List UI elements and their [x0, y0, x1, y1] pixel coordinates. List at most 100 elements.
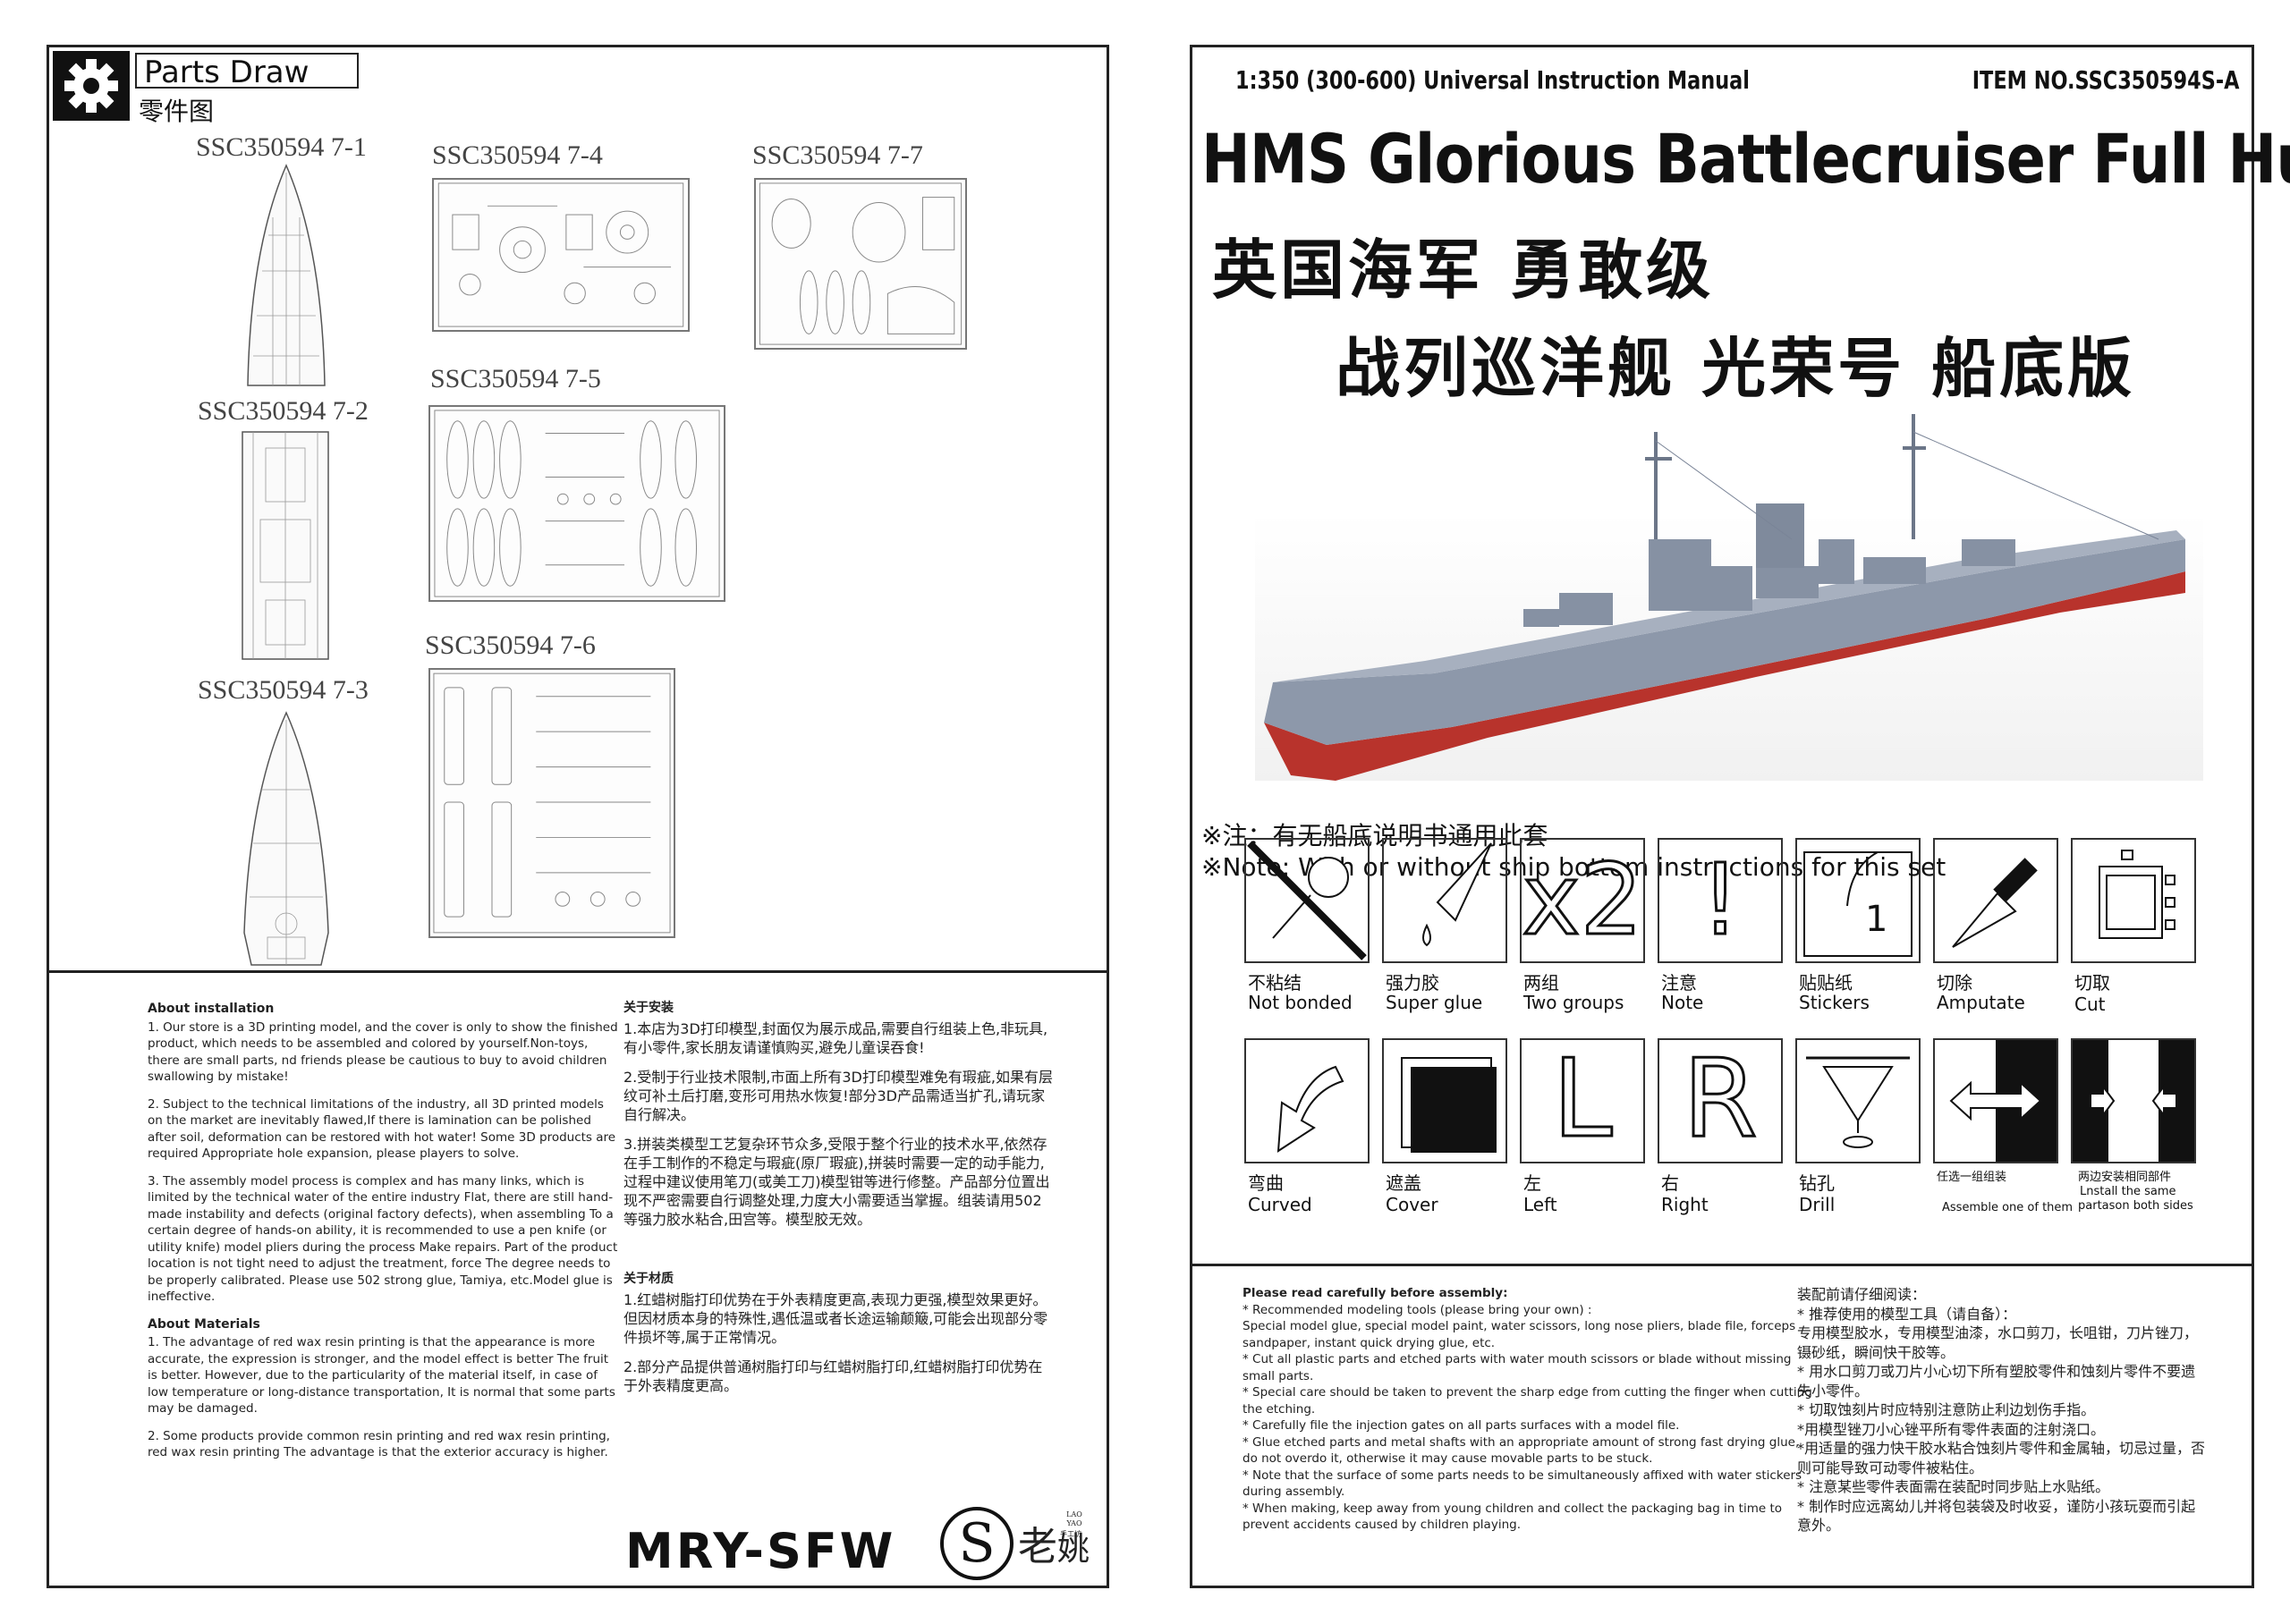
assembly-en-line: * When making, keep away from young chil… — [1243, 1501, 1782, 1533]
part-drawing-7-3 — [243, 711, 329, 966]
not-bonded-icon — [1244, 838, 1370, 963]
assembly-en-line: * Cut all plastic parts and etched parts… — [1243, 1352, 1792, 1383]
part-sheet-7-6 — [428, 668, 675, 938]
icon-label-cn: 切取 — [2074, 972, 2110, 994]
parts-draw-subtitle: 零件图 — [139, 97, 215, 126]
title-cn-line2: 战列巡洋舰 光荣号 船底版 — [1336, 331, 2136, 406]
icon-label-cn: 右 — [1661, 1172, 1679, 1194]
icon-label-cn: 钻孔 — [1799, 1172, 1835, 1194]
part-sheet-7-4 — [432, 178, 690, 332]
right-glyph: R — [1682, 1037, 1759, 1162]
icon-label-en: Super glue — [1386, 992, 1483, 1013]
installation-cn-item: 2.受制于行业技术限制,市面上所有3D打印模型难免有瑕疵,如果有层纹可补土后打磨… — [623, 1069, 1053, 1123]
title-en: HMS Glorious Battlecruiser Full Hull — [1201, 119, 2290, 199]
parts-draw-title: Parts Draw — [135, 53, 359, 90]
scale-line: 1:350 (300-600) Universal Instruction Ma… — [1235, 65, 1750, 95]
brand-mark-yao: 姚 — [1056, 1531, 1090, 1568]
divider — [1192, 1264, 2252, 1266]
amputate-icon — [1933, 838, 2058, 963]
installation-cn-item: 1.本店为3D打印模型,封面仅为展示成品,需要自行组装上色,非玩具,有小零件,家… — [623, 1020, 1048, 1056]
instruction-cover-page: 1:350 (300-600) Universal Instruction Ma… — [1190, 45, 2290, 1588]
right-icon: R — [1658, 1038, 1783, 1163]
brand-mark-lao: 老 — [1017, 1524, 1057, 1569]
title-cn-line1: 英国海军 勇敢级 — [1212, 233, 1715, 308]
assembly-cn-line: * 注意某些零件表面需在装配时同步贴上水贴纸。 — [1797, 1478, 2110, 1495]
part-label-7-7: SSC350594 7-7 — [752, 140, 923, 170]
part-drawing-7-1 — [247, 164, 326, 386]
super-glue-icon — [1382, 838, 1507, 963]
assembly-cn-line: *用适量的强力快干胶水粘合蚀刻片零件和金属轴，切忌过量，否则可能导致可动零件被粘… — [1797, 1440, 2206, 1476]
assembly-en-line: * Recommended modeling tools (please bri… — [1243, 1302, 1592, 1317]
icon-label-en: Lnstall the same — [2080, 1185, 2176, 1198]
icon-label-en: Left — [1523, 1194, 1557, 1215]
assembly-cn-line: 专用模型胶水，专用模型油漆，水口剪刀，长咀钳，刀片锉刀，镊砂纸，瞬间快干胶等。 — [1797, 1324, 2199, 1361]
stickers-glyph: 1 — [1865, 899, 1888, 940]
two-groups-glyph: x2 — [1521, 842, 1644, 959]
icon-label-en: partason both sides — [2078, 1199, 2193, 1213]
materials-en-item: 1. The advantage of red wax resin printi… — [148, 1335, 615, 1416]
stickers-icon: 1 — [1795, 838, 1921, 963]
assembly-cn-line: * 推荐使用的模型工具（请自备）： — [1797, 1305, 2017, 1323]
installation-en-item: 1. Our store is a 3D printing model, and… — [148, 1019, 618, 1085]
assembly-notes-cn: 装配前请仔细阅读： * 推荐使用的模型工具（请自备）： 专用模型胶水，专用模型油… — [1797, 1285, 2209, 1535]
part-label-7-6: SSC350594 7-6 — [425, 630, 596, 660]
parts-draw-page: Parts Draw 零件图 SSC350594 7-1 SSC350594 7… — [47, 45, 1109, 1588]
assembly-en-line: * Glue etched parts and metal shafts wit… — [1243, 1434, 1800, 1467]
installation-en-heading: About installation — [148, 1002, 275, 1016]
materials-cn-item: 2.部分产品提供普通树脂打印与红蜡树脂打印,红蜡树脂打印优势在于外表精度更高。 — [623, 1358, 1043, 1394]
icon-label-cn: 注意 — [1661, 972, 1697, 994]
icon-label-en: Drill — [1799, 1194, 1836, 1215]
materials-en-heading: About Materials — [148, 1316, 260, 1332]
icon-label-cn: 贴贴纸 — [1799, 972, 1853, 994]
installation-en-item: 3. The assembly model process is complex… — [148, 1173, 618, 1305]
icon-label-en: Stickers — [1799, 992, 1870, 1013]
assembly-cn-line: * 用水口剪刀或刀片小心切下所有塑胶零件和蚀刻片零件不要遗失小零件。 — [1797, 1363, 2196, 1400]
installation-en: About installation 1. Our store is a 3D … — [148, 1001, 622, 1472]
icon-label-en: Amputate — [1937, 992, 2025, 1013]
assembly-en-line: * Note that the surface of some parts ne… — [1243, 1468, 1802, 1500]
item-number: ITEM NO.SSC350594S-A — [1972, 65, 2239, 95]
icon-label-cn: 弯曲 — [1248, 1172, 1284, 1194]
drill-icon — [1795, 1038, 1921, 1163]
icon-label-cn: 不粘结 — [1248, 972, 1302, 994]
icon-label-cn: 切除 — [1937, 972, 1972, 994]
icon-label-cn: 两组 — [1523, 972, 1559, 994]
brand-mark-small2: 手工坊 — [1060, 1530, 1081, 1538]
part-sheet-7-5 — [428, 405, 725, 602]
part-drawing-7-2 — [242, 431, 329, 660]
assembly-cn-heading: 装配前请仔细阅读： — [1797, 1286, 1927, 1303]
brand-logo: MRY-SFW — [625, 1523, 896, 1579]
cover-icon — [1382, 1038, 1507, 1163]
brand-mark-s: S — [940, 1507, 1014, 1580]
icon-label-en: Two groups — [1523, 992, 1624, 1013]
assembly-en-line: * Carefully file the injection gates on … — [1243, 1418, 1680, 1433]
icon-label-en: Note — [1661, 992, 1704, 1013]
materials-en-item: 2. Some products provide common resin pr… — [148, 1428, 610, 1460]
assembly-en-line: * Special care should be taken to preven… — [1243, 1385, 1812, 1417]
icon-label-en: Not bonded — [1248, 992, 1353, 1013]
gear-icon — [53, 51, 130, 121]
materials-cn-heading: 关于材质 — [623, 1272, 674, 1286]
part-label-7-4: SSC350594 7-4 — [432, 140, 603, 170]
install-both-sides-icon — [2071, 1038, 2196, 1163]
icon-label-cn: 左 — [1523, 1172, 1541, 1194]
icon-label-cn: 任选一组组装 — [1937, 1171, 2007, 1184]
brand-mark-laoyao: 老姚 LAO YAO 手工坊 — [1017, 1507, 1090, 1580]
installation-en-item: 2. Subject to the technical limitations … — [148, 1096, 616, 1162]
ship-render — [1255, 414, 2203, 781]
assembly-cn-line: *用模型锉刀小心锉平所有零件表面的注射浇口。 — [1797, 1420, 2106, 1438]
icon-label-en: Assemble one of them — [1942, 1201, 2074, 1214]
note-glyph: ! — [1699, 842, 1741, 959]
part-label-7-2: SSC350594 7-2 — [198, 396, 369, 426]
left-icon: L — [1520, 1038, 1645, 1163]
part-label-7-3: SSC350594 7-3 — [198, 675, 369, 705]
assembly-cn-line: * 切取蚀刻片时应特别注意防止利边划伤手指。 — [1797, 1401, 2096, 1418]
curved-icon — [1244, 1038, 1370, 1163]
icon-label-en: Curved — [1248, 1194, 1312, 1215]
installation-cn-heading: 关于安装 — [623, 1001, 674, 1015]
icon-label-cn: 强力胶 — [1386, 972, 1439, 994]
cut-icon — [2071, 838, 2196, 963]
part-label-7-5: SSC350594 7-5 — [430, 364, 601, 393]
icon-label-en: Right — [1661, 1194, 1709, 1215]
assemble-one-icon — [1933, 1038, 2058, 1163]
